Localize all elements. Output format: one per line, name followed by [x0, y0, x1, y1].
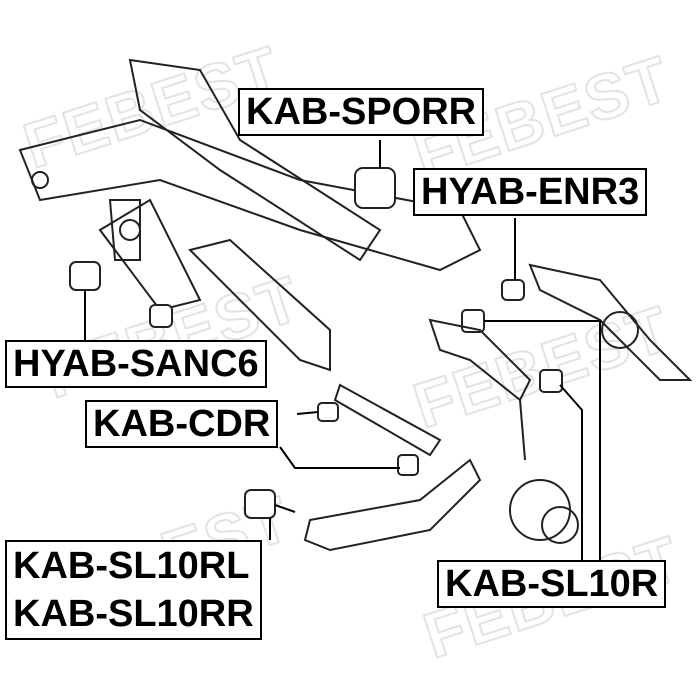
subframe	[18, 58, 482, 372]
bushing-sl10rl	[244, 489, 276, 519]
part-label-hyab-sanc6: HYAB-SANC6	[5, 340, 267, 388]
part-label-kab-sl10rl: KAB-SL10RL	[13, 545, 250, 587]
part-label-kab-sporr: KAB-SPORR	[238, 88, 485, 136]
bushing-sl10r-lower	[539, 369, 563, 393]
bushing-cdr	[317, 402, 339, 422]
bushing-sanc6	[69, 261, 101, 291]
bushing-cdr-lower	[397, 454, 419, 476]
leader-lines	[84, 140, 601, 560]
bushings	[69, 167, 563, 519]
bushing-enr3	[501, 279, 525, 301]
arms	[303, 263, 693, 552]
bushing-sporr	[354, 167, 396, 209]
bushing-sanc6-small	[149, 304, 173, 328]
part-label-hyab-enr3: HYAB-ENR3	[413, 168, 648, 216]
part-label-kab-sl10r: KAB-SL10R	[437, 560, 667, 608]
part-label-kab-sl10rl-rr: KAB-SL10RL KAB-SL10RR	[5, 540, 262, 640]
part-label-kab-cdr: KAB-CDR	[85, 400, 279, 448]
part-label-kab-sl10rr: KAB-SL10RR	[13, 593, 254, 635]
